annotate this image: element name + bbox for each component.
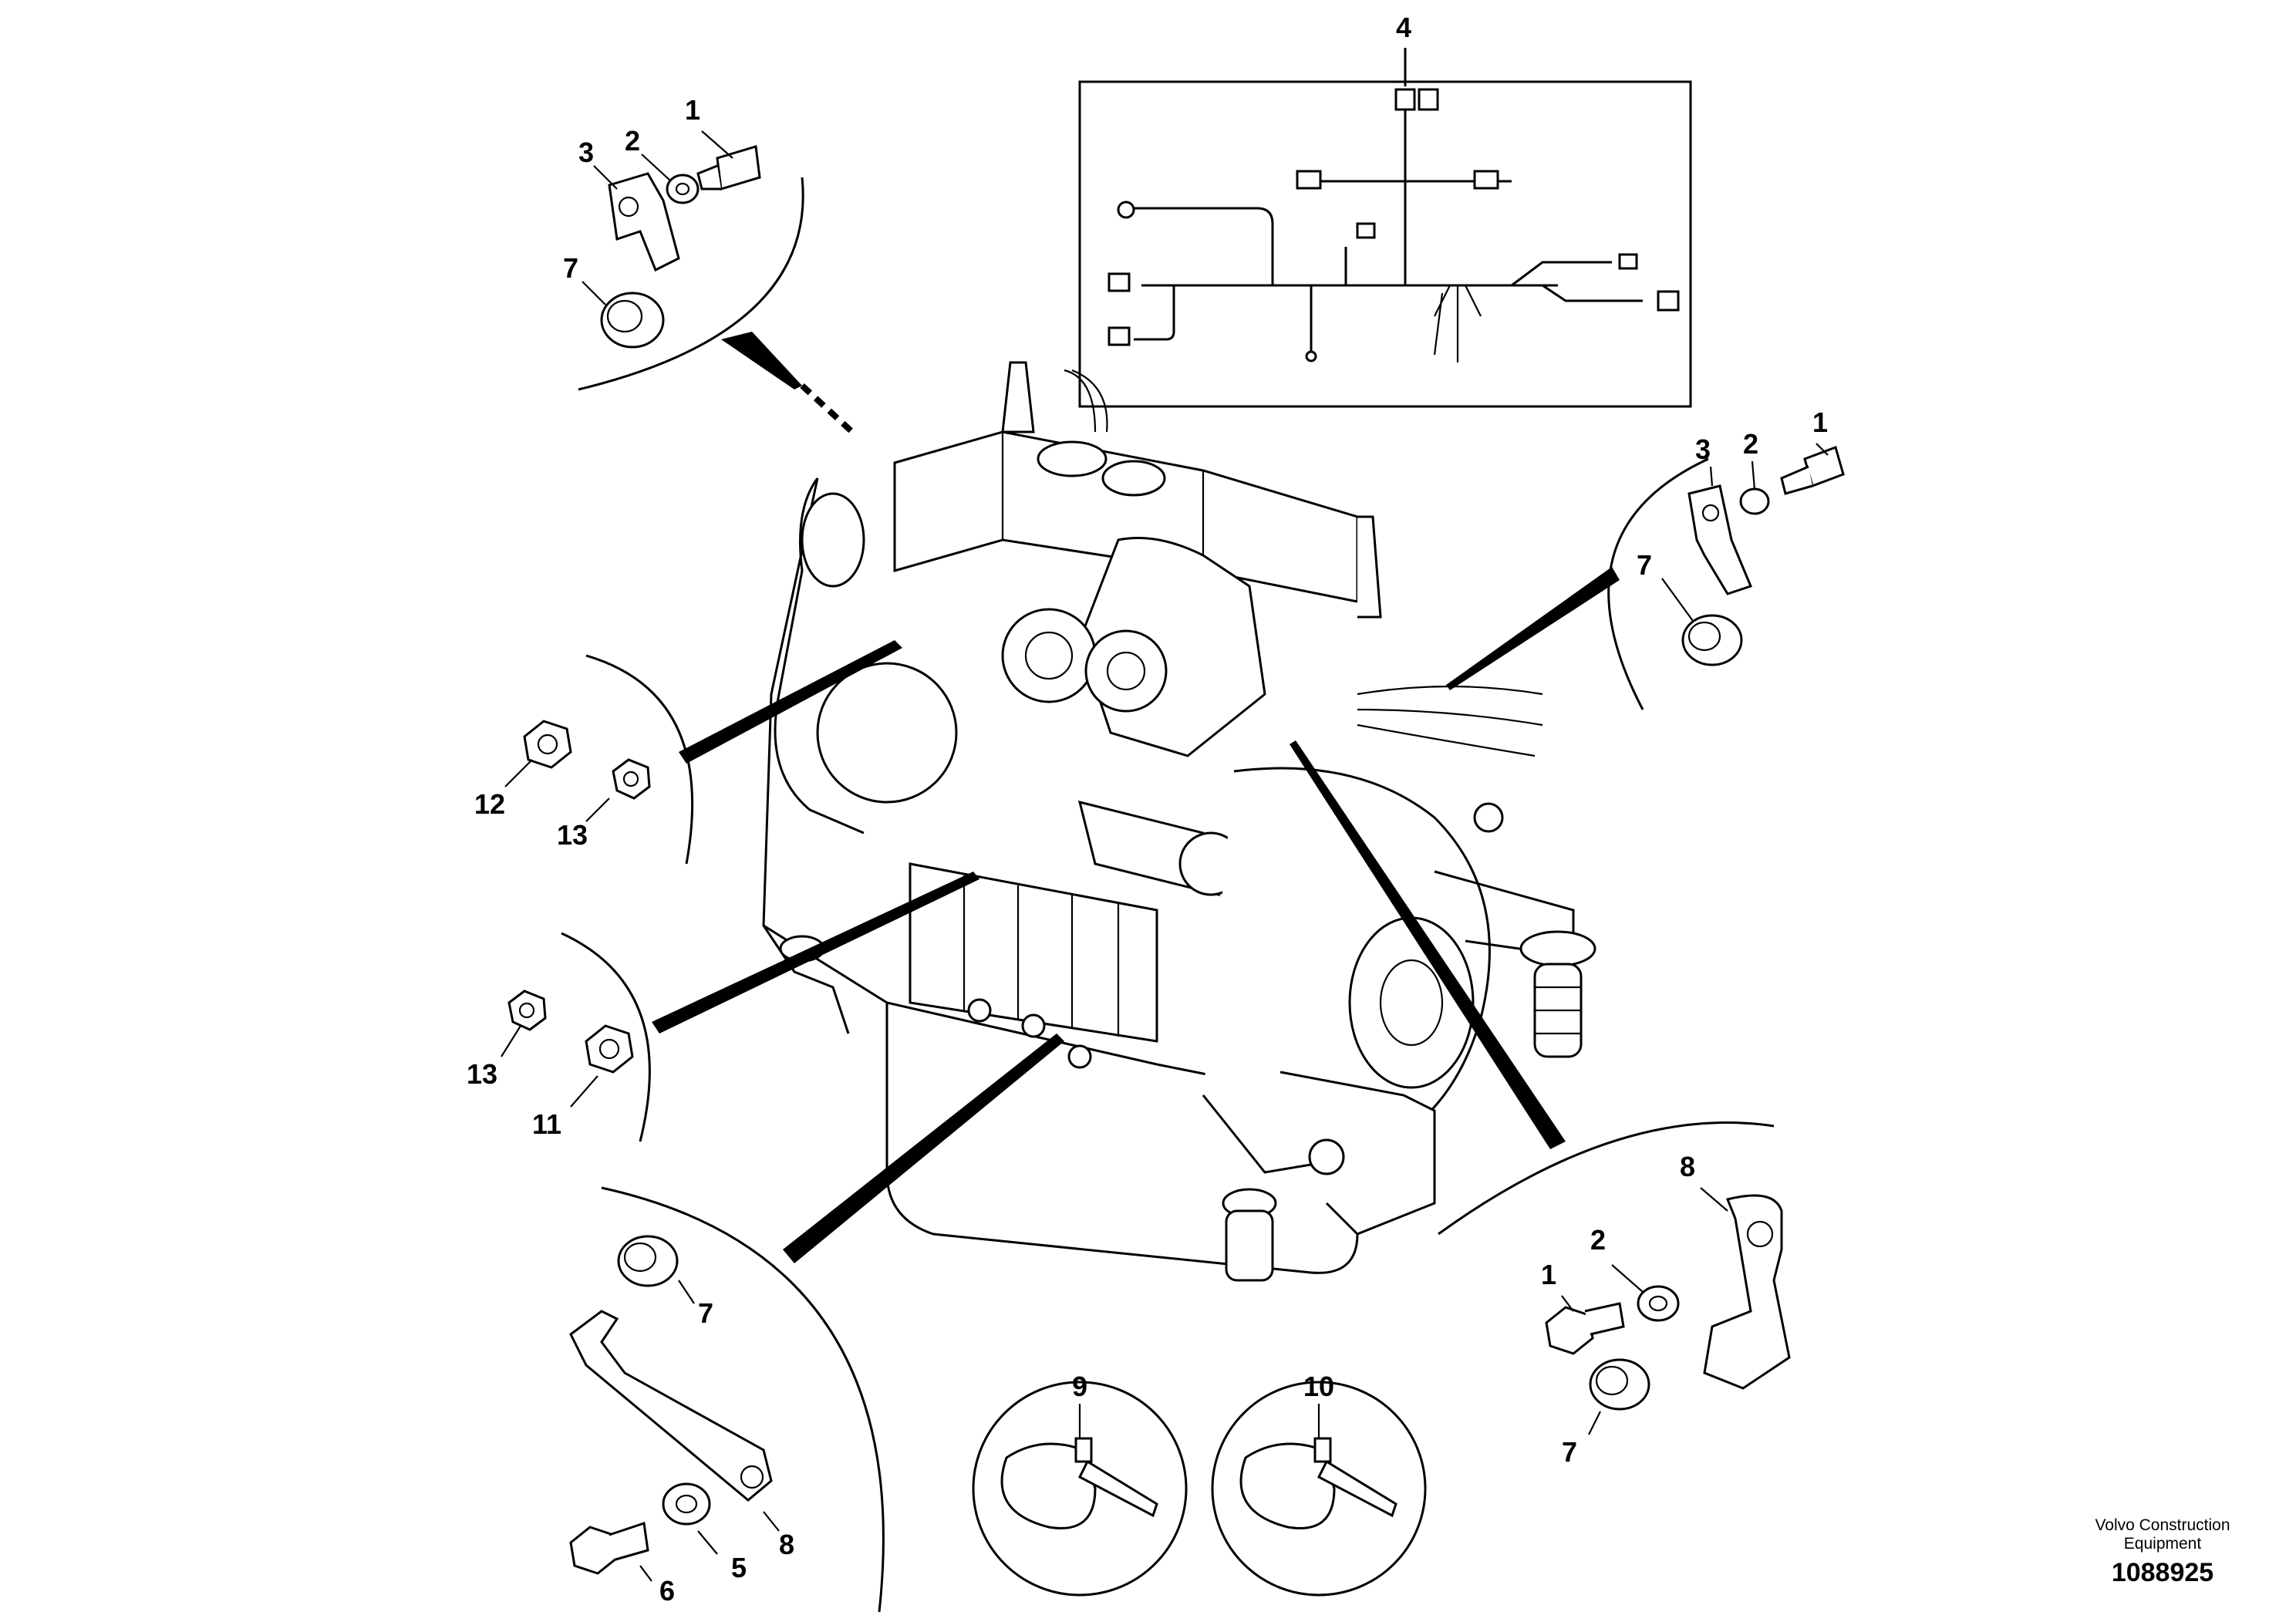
cable-tie-10 xyxy=(1239,1437,1397,1529)
callout-1-bottom-right: 1 xyxy=(1541,1259,1556,1290)
drawing-number: 1088925 xyxy=(2111,1558,2214,1587)
callout-11: 11 xyxy=(532,1108,561,1140)
callout-7-right: 7 xyxy=(1637,549,1652,581)
callout-5: 5 xyxy=(731,1552,747,1583)
callout-leaders xyxy=(501,130,1829,1582)
credit-company: Volvo Construction Equipment xyxy=(2095,1516,2230,1553)
callout-7-top-left: 7 xyxy=(563,252,578,284)
cable-tie-9 xyxy=(1000,1437,1158,1529)
callout-9: 9 xyxy=(1072,1371,1087,1402)
callout-12: 12 xyxy=(474,788,505,820)
callout-4: 4 xyxy=(1396,12,1411,43)
callout-6: 6 xyxy=(659,1575,675,1607)
wiring-harness-inset xyxy=(1078,48,1692,408)
callout-13-lower: 13 xyxy=(467,1058,497,1090)
callout-1-top-left: 1 xyxy=(685,94,700,126)
callout-3-top-left: 3 xyxy=(578,137,594,168)
detail-bottom-right xyxy=(1545,1194,1791,1411)
callout-8-bottom-right: 8 xyxy=(1680,1151,1695,1182)
detail-nuts-lower xyxy=(507,990,634,1074)
leader-lines xyxy=(652,332,1620,1263)
detail-bottom-left xyxy=(569,1235,773,1575)
detail-right xyxy=(1681,446,1845,666)
detail-circles xyxy=(561,177,1775,1613)
callout-2-right: 2 xyxy=(1743,428,1758,460)
engine-assembly xyxy=(762,361,1596,1282)
callout-13-upper: 13 xyxy=(557,819,588,851)
callout-10: 10 xyxy=(1303,1371,1334,1402)
callout-2-top-left: 2 xyxy=(625,125,640,157)
callout-7-bottom-right: 7 xyxy=(1562,1436,1577,1468)
callout-2-bottom-right: 2 xyxy=(1590,1224,1606,1256)
detail-top-left xyxy=(600,145,761,349)
detail-nuts-upper xyxy=(523,720,651,800)
callout-8-bottom-left: 8 xyxy=(779,1529,794,1560)
callout-3-right: 3 xyxy=(1695,433,1711,465)
callout-7-bottom-left: 7 xyxy=(698,1297,713,1329)
callout-1-right: 1 xyxy=(1812,406,1828,438)
